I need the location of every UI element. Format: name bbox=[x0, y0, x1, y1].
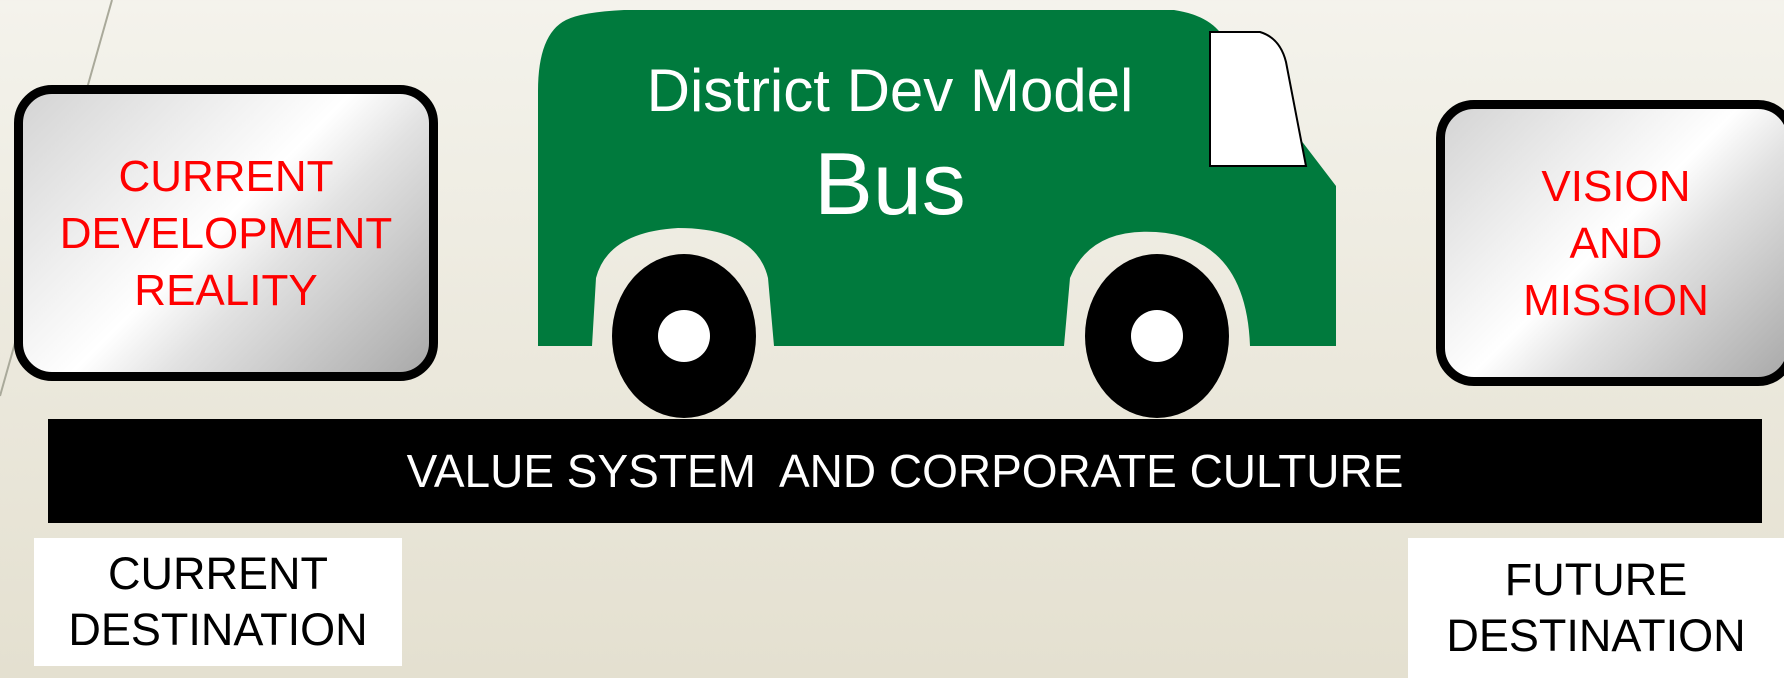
vision-mission-box: VISION AND MISSION bbox=[1436, 100, 1784, 386]
rear-wheel bbox=[1085, 254, 1229, 418]
front-wheel bbox=[612, 254, 756, 418]
value-system-road: VALUE SYSTEM AND CORPORATE CULTURE bbox=[48, 419, 1762, 523]
bus-graphic bbox=[538, 10, 1336, 418]
current-development-reality-box: CURRENT DEVELOPMENT REALITY bbox=[14, 85, 438, 381]
future-destination-label: FUTURE DESTINATION bbox=[1408, 538, 1784, 678]
bus-label: Bus bbox=[814, 134, 966, 233]
bus-window bbox=[1209, 31, 1308, 167]
current-destination-label: CURRENT DESTINATION bbox=[34, 538, 402, 666]
vision-mission-label: VISION AND MISSION bbox=[1523, 161, 1709, 325]
bus-title: District Dev Model bbox=[646, 57, 1134, 124]
bus-body bbox=[538, 10, 1336, 346]
current-development-reality-label: CURRENT DEVELOPMENT REALITY bbox=[59, 151, 393, 315]
value-system-label: VALUE SYSTEM AND CORPORATE CULTURE bbox=[406, 445, 1404, 497]
